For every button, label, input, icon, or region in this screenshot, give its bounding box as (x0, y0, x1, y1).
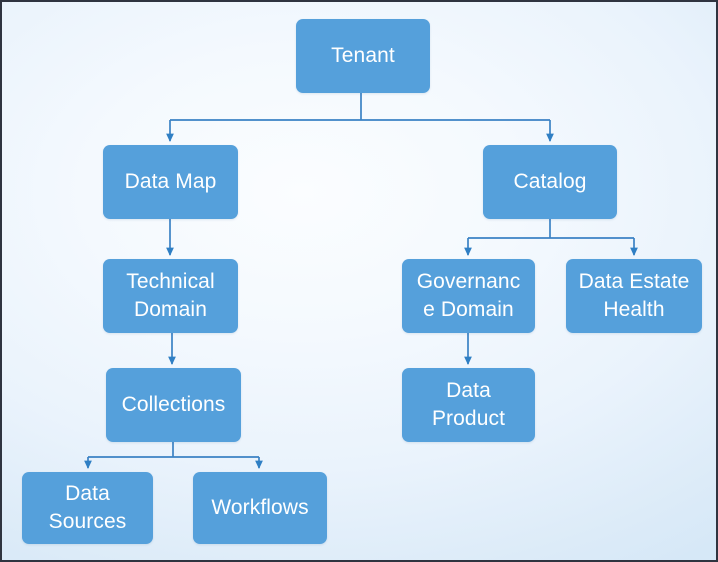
node-technical-domain[interactable]: Technical Domain (103, 259, 238, 333)
node-data-product[interactable]: Data Product (402, 368, 535, 442)
node-label-data-product: Data Product (431, 379, 506, 430)
node-label-governance-domain: Governanc e Domain (416, 270, 521, 321)
node-catalog[interactable]: Catalog (483, 145, 617, 219)
node-tenant[interactable]: Tenant (296, 19, 430, 93)
node-collections[interactable]: Collections (106, 368, 241, 442)
node-label-data-estate-health: Data Estate Health (578, 270, 690, 321)
node-label-collections: Collections (121, 393, 226, 417)
node-data-sources[interactable]: Data Sources (22, 472, 153, 544)
node-label-data-map: Data Map (124, 170, 217, 194)
node-label-catalog: Catalog (513, 170, 587, 194)
node-workflows[interactable]: Workflows (193, 472, 327, 544)
node-label-data-sources: Data Sources (48, 482, 127, 533)
node-governance-domain[interactable]: Governanc e Domain (402, 259, 535, 333)
node-label-technical-domain: Technical Domain (126, 270, 215, 321)
node-label-workflows: Workflows (211, 496, 309, 520)
node-label-tenant: Tenant (331, 44, 395, 68)
node-data-estate-health[interactable]: Data Estate Health (566, 259, 702, 333)
node-data-map[interactable]: Data Map (103, 145, 238, 219)
